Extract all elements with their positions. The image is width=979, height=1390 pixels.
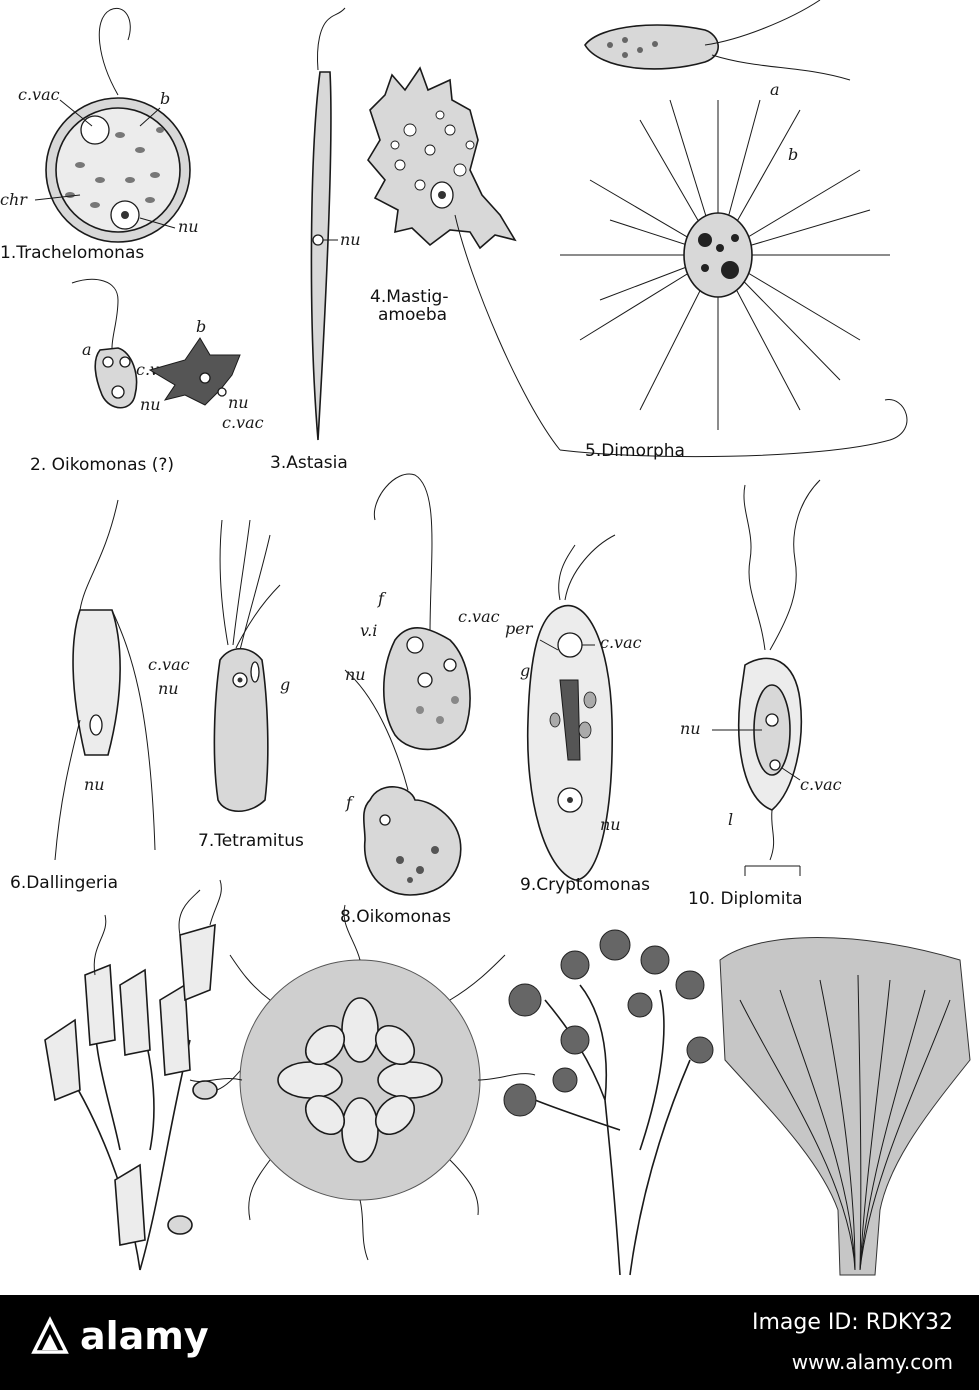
caption-mastigamoeba-2: amoeba	[378, 305, 447, 325]
label-a-2: a	[82, 340, 92, 359]
alamy-wordmark: alamy	[80, 1314, 209, 1358]
label-c-vac-9: c.vac	[600, 633, 642, 652]
illustration-plate: c.vac b chr nu 1.Trachelomonas a c.vac n…	[0, 0, 971, 1276]
figure-dimorpha: a b 5.Dimorpha	[559, 0, 908, 461]
figure-cryptomonas: c.vac per g nu 9.Cryptomonas	[505, 534, 650, 895]
caption-dimorpha: 5.Dimorpha	[585, 441, 685, 461]
label-nu-2a: nu	[140, 395, 161, 414]
figure-mastigamoeba: 4.Mastig- amoeba	[367, 66, 561, 451]
figure-diplomita: nu c.vac l 10. Diplomita	[680, 479, 842, 909]
label-b-2: b	[196, 317, 206, 336]
label-nu-6: nu	[84, 775, 105, 794]
watermark-brand: alamy	[30, 1314, 209, 1358]
colony-drawing-3	[503, 929, 714, 1276]
caption-astasia: 3.Astasia	[270, 453, 348, 473]
label-nu-3: nu	[340, 230, 361, 249]
label-f-8a: f	[377, 589, 387, 608]
colony-drawing-4	[719, 937, 971, 1276]
figure-dallingeria: nu 6.Dallingeria	[10, 499, 156, 893]
label-v-i: v.i	[360, 621, 377, 640]
image-id: Image ID: RDKY32	[751, 1310, 953, 1335]
caption-dallingeria: 6.Dallingeria	[10, 873, 118, 893]
label-c-vac-8: c.vac	[458, 607, 500, 626]
colony-drawing-2	[189, 904, 536, 1261]
label-nu-2b: nu	[228, 393, 249, 412]
label-b-5: b	[788, 145, 798, 164]
figure-tetramitus: c.vac nu g 7.Tetramitus	[148, 519, 304, 851]
label-chr: chr	[0, 190, 28, 209]
label-nu-7: nu	[158, 679, 179, 698]
label-l: l	[728, 810, 733, 829]
label-c-vac-1: c.vac	[18, 85, 60, 104]
watermark-footer	[0, 1295, 979, 1390]
label-c-vac-2b: c.vac	[222, 413, 264, 432]
caption-oikomonas: 8.Oikomonas	[340, 907, 451, 927]
figure-astasia: nu 3.Astasia	[270, 7, 361, 473]
figure-oikomonas-query: a c.vac nu b nu c.vac 2. Oikomonas (?)	[30, 278, 264, 475]
watermark-url: www.alamy.com	[791, 1350, 953, 1374]
caption-tetramitus: 7.Tetramitus	[198, 831, 304, 851]
label-c-vac-10: c.vac	[800, 775, 842, 794]
label-a-5: a	[770, 80, 780, 99]
label-g-7: g	[280, 675, 290, 694]
label-nu-10: nu	[680, 719, 701, 738]
caption-cryptomonas: 9.Cryptomonas	[520, 875, 650, 895]
label-g-9: g	[520, 661, 530, 680]
label-per: per	[505, 619, 534, 638]
figure-trachelomonas: c.vac b chr nu 1.Trachelomonas	[0, 7, 199, 263]
alamy-logo-icon	[31, 1316, 69, 1354]
colony-drawing-1	[44, 879, 251, 1271]
caption-mastigamoeba-1: 4.Mastig-	[370, 287, 448, 307]
caption-trachelomonas: 1.Trachelomonas	[0, 243, 144, 263]
label-f-8b: f	[345, 793, 355, 812]
label-nu-9: nu	[600, 815, 621, 834]
caption-oikomonas-query: 2. Oikomonas (?)	[30, 455, 174, 475]
caption-diplomita: 10. Diplomita	[688, 889, 803, 909]
label-b-1: b	[160, 89, 170, 108]
label-nu-1: nu	[178, 217, 199, 236]
label-nu-8: nu	[345, 665, 366, 684]
figure-oikomonas: v.i f c.vac nu f 8.Oikomonas	[340, 473, 500, 927]
label-c-vac-7: c.vac	[148, 655, 190, 674]
